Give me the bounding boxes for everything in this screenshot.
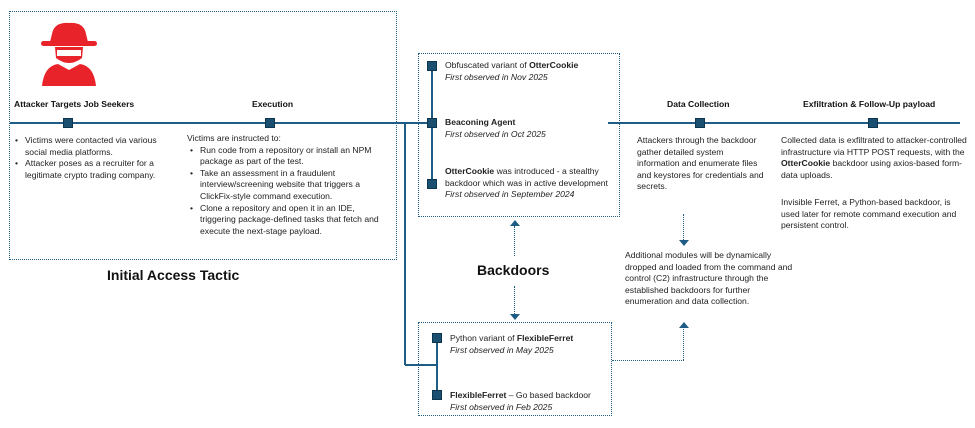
backdoors-top-box — [418, 53, 620, 217]
modules-connector — [683, 327, 684, 360]
backdoor-observed: First observed in Nov 2025 — [445, 71, 548, 82]
backdoor-node — [427, 61, 437, 71]
backdoor-text: Python variant of — [450, 333, 517, 343]
exfiltration-text-pre: Collected data is exfiltrated to attacke… — [781, 135, 967, 157]
backdoor-entry: Obfuscated variant of OtterCookie First … — [445, 60, 617, 83]
backdoors-connector-down — [514, 286, 515, 316]
execution-bullet: Run code from a repository or install an… — [190, 145, 392, 168]
backdoor-entry: Beaconing Agent First observed in Oct 20… — [445, 117, 617, 140]
arrow-up-icon — [679, 322, 689, 328]
attacker-bullet: Attacker poses as a recruiter for a legi… — [15, 158, 174, 181]
backdoor-node — [432, 333, 442, 343]
data-collection-text: Attackers through the backdoor gather de… — [637, 135, 764, 192]
backdoor-entry: Python variant of FlexibleFerret First o… — [450, 333, 610, 356]
arrow-up-icon — [510, 220, 520, 226]
exfiltration-header: Exfiltration & Follow-Up payload — [803, 99, 936, 109]
attacker-header: Attacker Targets Job Seekers — [14, 99, 135, 109]
backdoor-text: – Go based backdoor — [506, 390, 591, 400]
backdoor-name: FlexibleFerret — [450, 390, 507, 400]
exfiltration-text2: Invisible Ferret, a Python-based backdoo… — [781, 197, 957, 231]
backdoor-observed: First observed in Feb 2025 — [450, 401, 553, 412]
data-collection-connector — [683, 214, 684, 242]
hacker-icon — [41, 22, 97, 86]
backdoor-entry: OtterCookie was introduced - a stealthy … — [445, 166, 617, 201]
backdoor-name: OtterCookie — [529, 60, 579, 70]
exfiltration-text: Collected data is exfiltrated to attacke… — [781, 135, 971, 181]
backdoor-name: Beaconing Agent — [445, 117, 516, 127]
backdoor-node — [427, 118, 437, 128]
initial-access-label: Initial Access Tactic — [107, 267, 240, 283]
attacker-bullets: Victims were contacted via various socia… — [14, 135, 174, 181]
execution-node — [265, 118, 275, 128]
execution-intro: Victims are instructed to: — [187, 133, 281, 143]
backdoor-text: was introduced - a stealthy backdoor whi… — [445, 166, 608, 188]
backdoor-text: Obfuscated variant of — [445, 60, 530, 70]
backdoor-name: OtterCookie — [445, 166, 495, 176]
exfiltration-text-post: backdoor using axios-based form-data upl… — [781, 158, 963, 180]
arrow-down-icon — [510, 314, 520, 320]
backdoor-observed: First observed in September 2024 — [445, 189, 575, 200]
backdoor-entry: FlexibleFerret – Go based backdoor First… — [450, 390, 610, 413]
backdoors-bottom-box — [418, 322, 612, 416]
data-collection-header: Data Collection — [667, 99, 730, 109]
exfiltration-node — [868, 118, 878, 128]
backdoor-node — [432, 390, 442, 400]
exfiltration-text-bold: OtterCookie — [781, 158, 831, 169]
backdoor-observed: First observed in Oct 2025 — [445, 128, 546, 139]
execution-block: Victims are instructed to: Run code from… — [187, 133, 392, 237]
modules-connector-h — [612, 360, 684, 361]
attacker-node — [63, 118, 73, 128]
initial-access-box — [9, 11, 397, 260]
backdoor-name: FlexibleFerret — [516, 333, 574, 343]
backdoor-node — [427, 179, 437, 189]
attacker-bullet: Victims were contacted via various socia… — [15, 135, 174, 158]
modules-text: Additional modules will be dynamically d… — [625, 250, 793, 307]
execution-header: Execution — [252, 99, 294, 109]
backdoors-connector-up — [514, 226, 515, 256]
execution-bullet: Clone a repository and open it in an IDE… — [190, 203, 392, 238]
data-collection-node — [695, 118, 705, 128]
arrow-down-icon — [679, 240, 689, 246]
backdoor-observed: First observed in May 2025 — [450, 344, 554, 355]
backdoors-label: Backdoors — [477, 262, 550, 278]
execution-bullet: Take an assessment in a fraudulent inter… — [190, 168, 392, 203]
